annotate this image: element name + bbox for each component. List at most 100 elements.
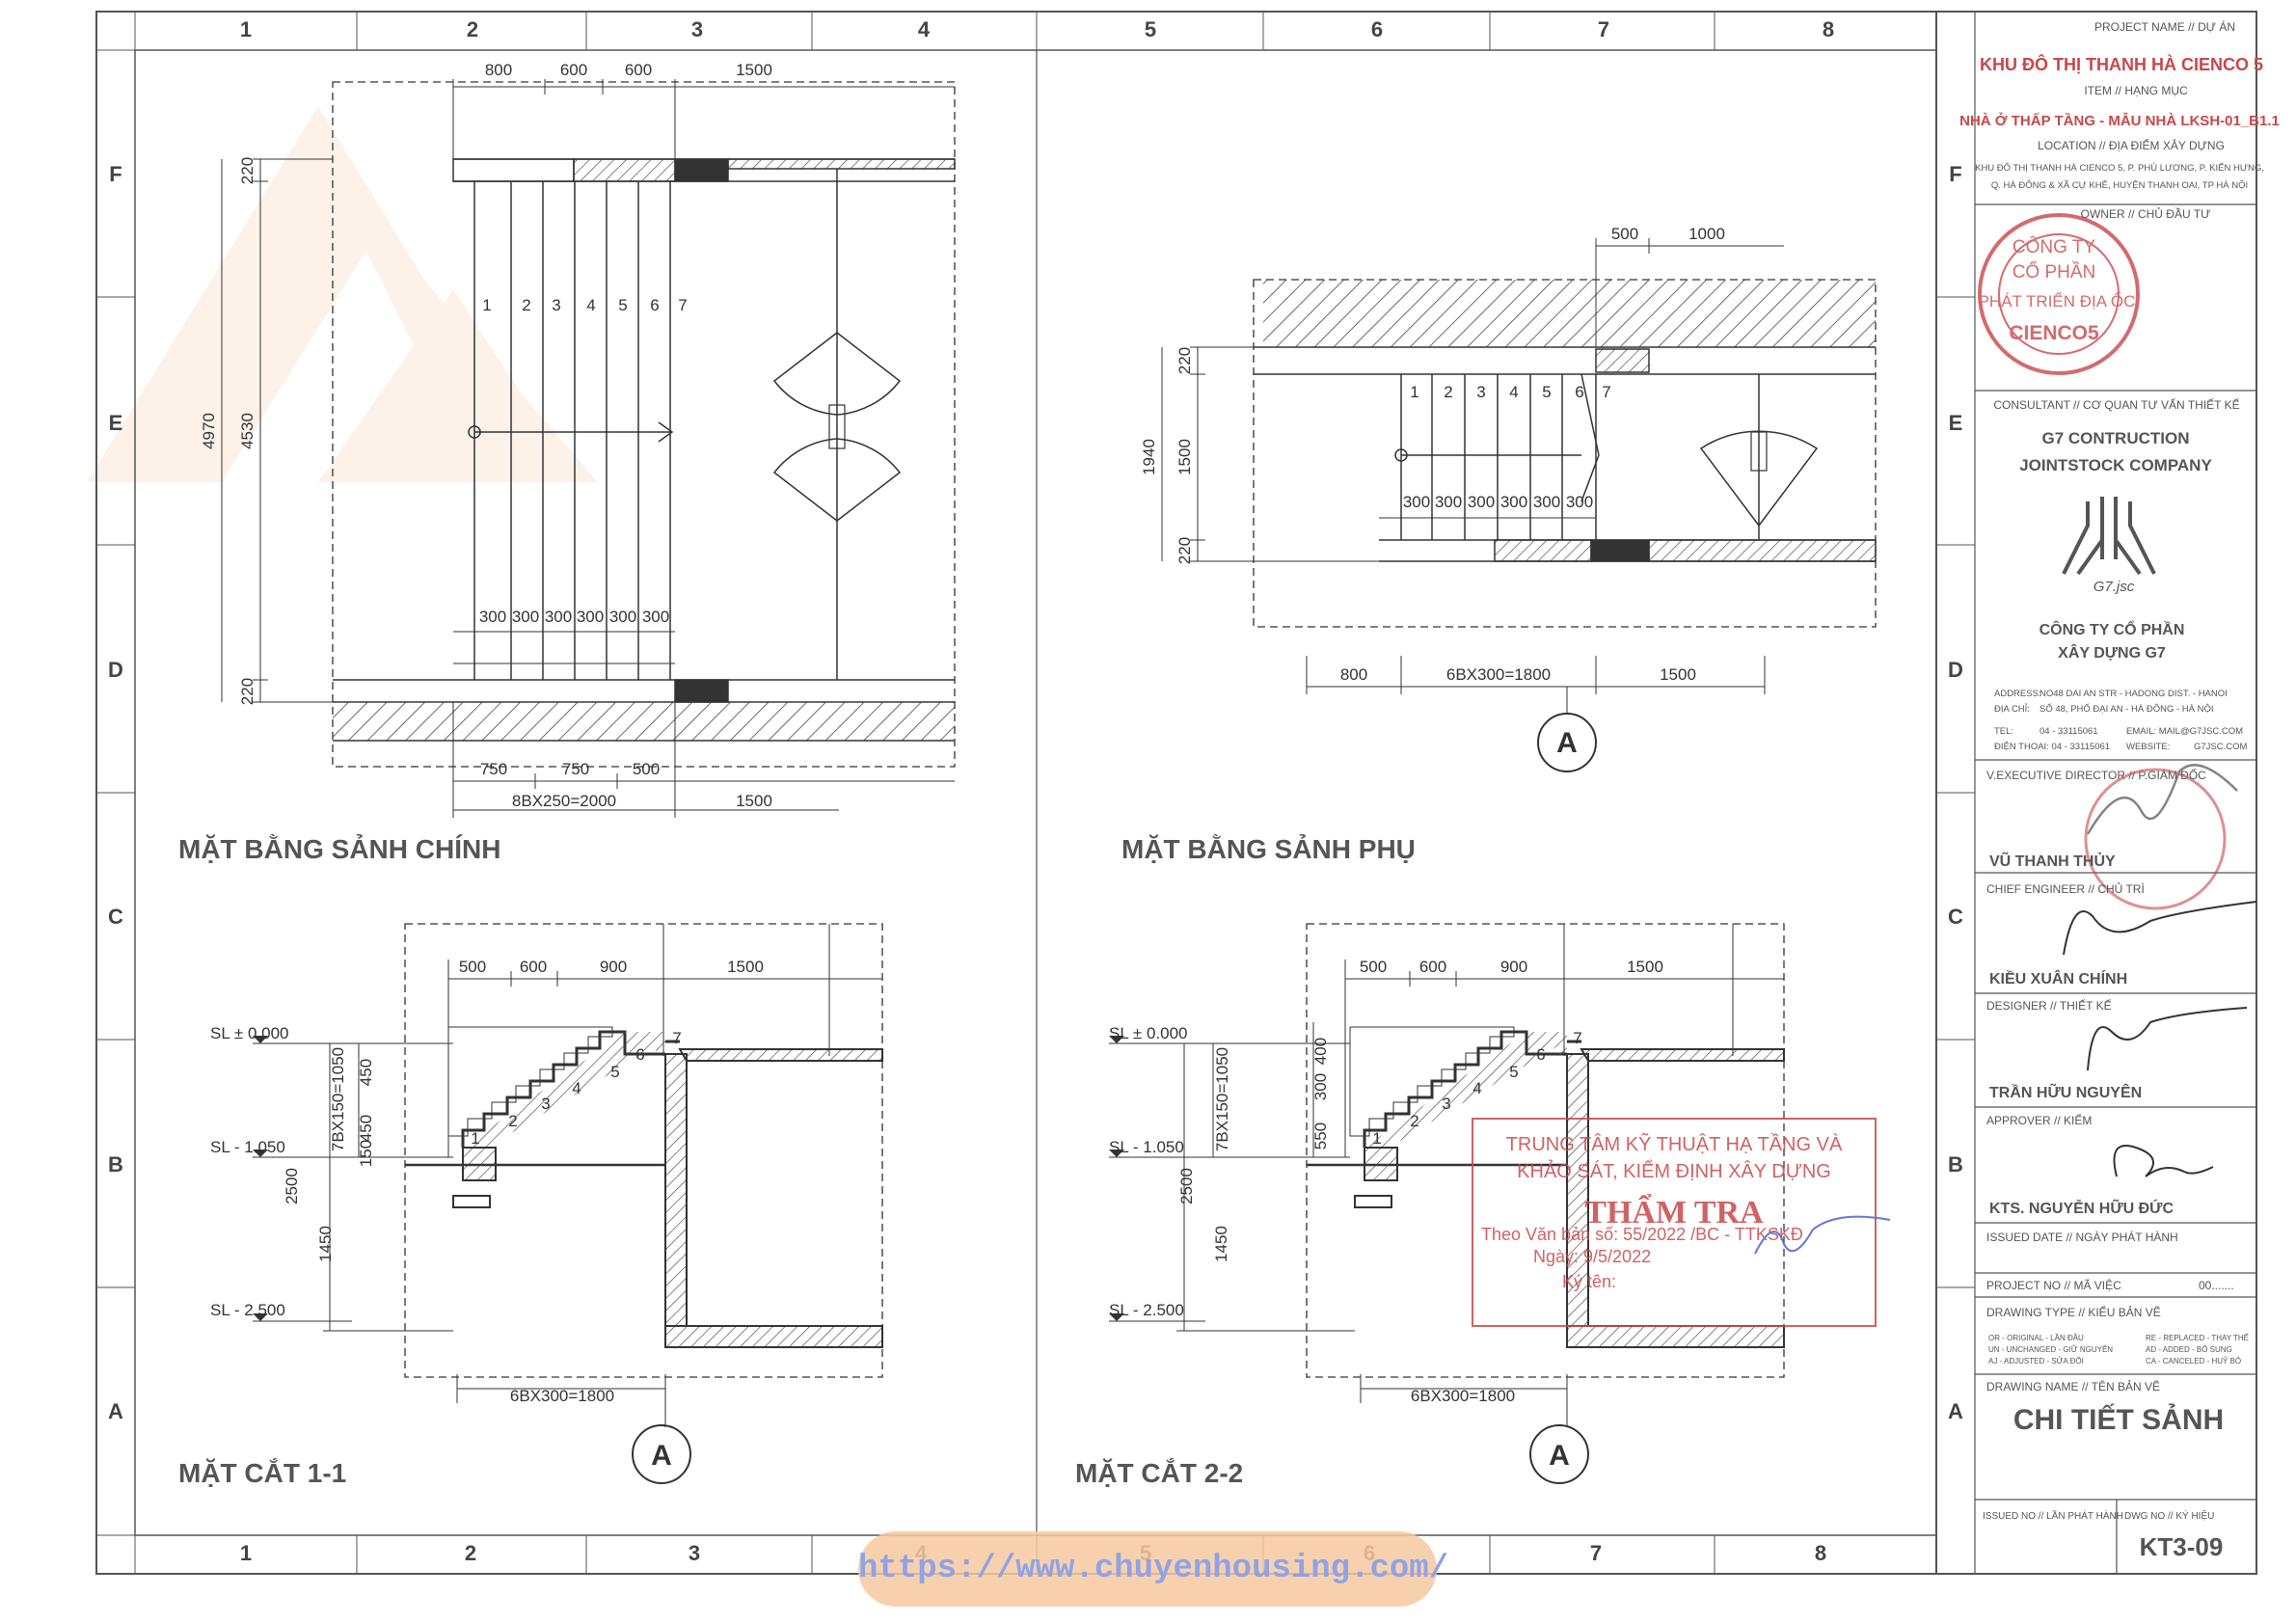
ml-tread-2: 300: [512, 608, 539, 626]
side-lobby-labels: 500 1000 1 2 3 4 5 6 7 300 300 300 300 3…: [1121, 225, 1725, 864]
grid-row-left-C: C: [108, 905, 123, 929]
ml-tread-5: 300: [609, 608, 636, 626]
s1-riser-total: 7BX150=1050: [329, 1047, 347, 1151]
grid-col-top-2: 2: [467, 17, 478, 41]
location-line-2: Q. HÀ ĐÔNG & XÃ CỰ KHÊ, HUYỆN THANH OAI,…: [1991, 180, 2248, 191]
grid-row-right-F: F: [1949, 162, 1961, 186]
designer-label: DESIGNER // THIẾT KẾ: [1986, 998, 2112, 1013]
sl-step-3: 3: [1476, 383, 1485, 401]
s1-top-dim-4: 1500: [727, 958, 764, 976]
company-vi-2: XÂY DỰNG G7: [2058, 643, 2166, 662]
drawing-name: CHI TIẾT SẢNH: [2013, 1403, 2224, 1436]
s2-level-0: SL ± 0.000: [1109, 1024, 1187, 1042]
main-lobby-labels: 800 600 600 1500 1 2 3 4 5 6 7 300 300 3…: [178, 61, 772, 864]
location-line-1: KHU ĐÔ THỊ THANH HÀ CIENCO 5, P. PHÚ LƯƠ…: [1975, 163, 2264, 174]
consultant-name-2: JOINTSTOCK COMPANY: [2019, 456, 2212, 474]
director-label: V.EXECUTIVE DIRECTOR // P.GIÁM ĐỐC: [1986, 768, 2206, 782]
section-1-title: MẶT CẮT 1-1: [178, 1458, 346, 1488]
seal-line-3: PHÁT TRIỂN ĐỊA ỐC: [1979, 291, 2136, 311]
s1-height-lower: 1450: [316, 1226, 335, 1262]
watermark-url[interactable]: https://www.chuyenhousing.com/: [858, 1551, 1449, 1587]
item-label: ITEM // HẠNG MỤC: [2084, 84, 2188, 97]
sl-bottom-dim-2: 6BX300=1800: [1446, 665, 1551, 684]
website-label: WEBSITE:: [2126, 742, 2170, 752]
s2-axis-marker: A: [1549, 1440, 1570, 1472]
owner-label: OWNER // CHỦ ĐẦU TƯ: [2081, 206, 2211, 221]
grid-col-top-4: 4: [918, 17, 931, 41]
sl-step-1: 1: [1410, 383, 1418, 401]
ml-top-dim-3: 600: [625, 61, 652, 79]
address-value: NO48 DAI AN STR - HADONG DIST. - HANOI: [2039, 689, 2228, 699]
drawing-name-label: DRAWING NAME // TÊN BẢN VẼ: [1986, 1379, 2160, 1393]
ml-top-dim-4: 1500: [736, 61, 772, 79]
grid-labels: 1122334455667788FFEEDDCCBBAA: [108, 17, 1963, 1565]
website-value: G7JSC.COM: [2194, 742, 2248, 752]
consultant-name-1: G7 CONTRUCTION: [2042, 429, 2190, 447]
seal-line-4: CIENCO5: [2009, 322, 2099, 344]
phone-vi-label: ĐIỆN THOẠI: 04 - 33115061: [1994, 742, 2110, 752]
s2-height-total: 2500: [1177, 1168, 1196, 1204]
chief-name: KIỀU XUÂN CHÍNH: [1989, 969, 2127, 987]
ml-tread-1: 300: [479, 608, 506, 626]
sl-step-4: 4: [1509, 383, 1518, 401]
s2-top-dim-2: 600: [1419, 958, 1446, 976]
ml-step-1: 1: [482, 296, 491, 314]
grid-col-bottom-8: 8: [1815, 1541, 1826, 1565]
s1-axis-marker: A: [651, 1440, 672, 1472]
grid-row-left-D: D: [108, 658, 123, 682]
s2-top-dim-4: 1500: [1627, 958, 1663, 976]
s2-bottom-total: 6BX300=1800: [1411, 1387, 1515, 1405]
main-lobby-plan: [221, 79, 956, 818]
chief-signature: [2063, 901, 2257, 956]
ml-step-7: 7: [678, 296, 687, 314]
ml-left-total: 4970: [200, 413, 218, 449]
approver-signature: [2113, 1145, 2214, 1177]
sl-tread-4: 300: [1500, 493, 1527, 511]
type-ad: AD - ADDED - BỔ SUNG: [2146, 1345, 2232, 1354]
owner-seal: CÔNG TY CỔ PHẦN PHÁT TRIỂN ĐỊA ỐC CIENCO…: [1978, 213, 2140, 375]
s1-level-0: SL ± 0.000: [210, 1024, 288, 1042]
director-name: VŨ THANH THỦY: [1989, 851, 2116, 870]
s2-level-1: SL - 1.050: [1109, 1138, 1184, 1156]
sl-bottom-dim-3: 1500: [1660, 665, 1696, 684]
grid-row-right-A: A: [1948, 1399, 1963, 1423]
stamp-line-5: Ký tên:: [1562, 1272, 1616, 1291]
dwg-no-label: DWG NO // KÝ HIỆU: [2124, 1509, 2214, 1522]
seal-line-2: CỔ PHẦN: [2012, 261, 2096, 283]
stamp-line-4: Ngày: 9/5/2022: [1533, 1247, 1651, 1266]
ml-left-dim-3: 220: [238, 678, 257, 705]
background-logo: [87, 106, 598, 482]
logo-caption: G7.jsc: [2093, 579, 2135, 595]
stamp-line-2: KHẢO SÁT, KIỂM ĐỊNH XÂY DỰNG: [1517, 1160, 1831, 1182]
type-or: OR - ORIGINAL - LẦN ĐẦU: [1988, 1333, 2084, 1342]
sl-tread-2: 300: [1435, 493, 1462, 511]
issued-no-label: ISSUED NO // LẦN PHÁT HÀNH: [1983, 1509, 2123, 1522]
s2-level-2: SL - 2.500: [1109, 1301, 1184, 1319]
s1-top-dim-2: 600: [520, 958, 547, 976]
s2-height-lower: 1450: [1212, 1226, 1230, 1262]
ml-left-dim-1: 220: [238, 157, 257, 184]
s1-level-1: SL - 1.050: [210, 1138, 285, 1156]
title-block: PROJECT NAME // DỰ ÁN KHU ĐÔ THỊ THANH H…: [1959, 12, 2280, 1574]
s2-step-4: 4: [1472, 1079, 1481, 1097]
seal-line-1: CÔNG TY: [2012, 236, 2096, 257]
sl-tread-6: 300: [1566, 493, 1593, 511]
drawing-type-label: DRAWING TYPE // KIỂU BẢN VẼ: [1986, 1305, 2161, 1319]
ml-step-3: 3: [552, 296, 560, 314]
grid-row-right-B: B: [1948, 1152, 1963, 1177]
grid-row-right-C: C: [1948, 905, 1963, 929]
ml-bottom-dim-3: 500: [633, 760, 660, 778]
designer-name: TRẦN HỮU NGUYÊN: [1989, 1082, 2142, 1101]
main-lobby-title: MẶT BẰNG SẢNH CHÍNH: [178, 833, 500, 864]
s2-step-7: 7: [1573, 1029, 1581, 1047]
ml-step-4: 4: [586, 296, 595, 314]
sl-step-2: 2: [1444, 383, 1452, 401]
section-1-1-labels: 500 600 900 1500 SL ± 0.000 SL - 1.050 S…: [178, 958, 764, 1488]
director-seal: [2084, 764, 2238, 910]
sl-tread-3: 300: [1468, 493, 1495, 511]
location-label: LOCATION // ĐỊA ĐIỂM XÂY DỰNG: [2038, 138, 2225, 152]
ml-step-6: 6: [650, 296, 659, 314]
s1-height-total: 2500: [283, 1168, 301, 1204]
